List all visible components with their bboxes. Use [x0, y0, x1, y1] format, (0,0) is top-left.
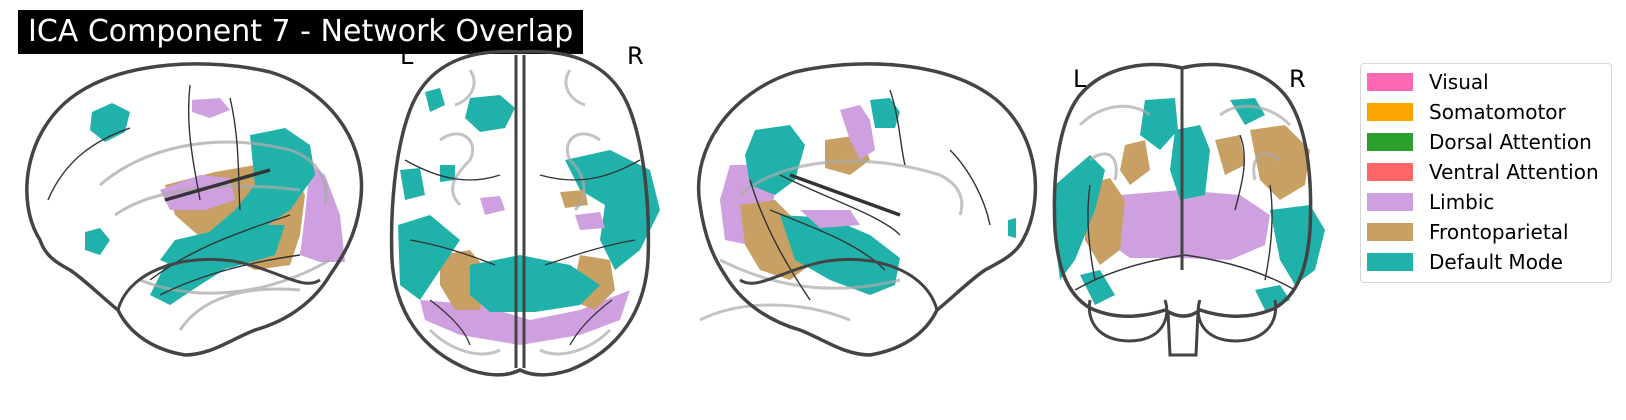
legend-swatch: [1367, 103, 1413, 121]
limbic-region: [1105, 190, 1270, 260]
coronal-outline: [1052, 62, 1313, 318]
default-mode-region: [85, 228, 110, 255]
default-mode-region: [1270, 205, 1325, 285]
default-mode-region: [1008, 218, 1016, 238]
legend-swatch: [1367, 253, 1413, 271]
legend-item-frontoparietal: Frontoparietal: [1367, 219, 1569, 245]
coronal-view: [1052, 62, 1325, 357]
default-mode-region: [1255, 285, 1290, 310]
default-mode-region: [780, 215, 900, 295]
limbic-region: [480, 196, 505, 215]
right-sagittal-overlay: [720, 98, 1016, 295]
default-mode-region: [1140, 98, 1178, 150]
default-mode-region: [745, 125, 805, 195]
default-mode-region: [398, 215, 460, 300]
default-mode-region: [565, 150, 660, 270]
limbic-region: [575, 212, 605, 230]
legend-swatch: [1367, 193, 1413, 211]
coronal-right-label: R: [1289, 65, 1306, 93]
default-mode-region: [1170, 125, 1210, 200]
axial-view: [389, 49, 660, 377]
default-mode-region: [870, 98, 900, 128]
default-mode-region: [470, 255, 600, 312]
legend-label: Visual: [1429, 70, 1489, 94]
limbic-region: [840, 105, 875, 160]
limbic-region: [420, 290, 630, 345]
legend-item-ventral-attention: Ventral Attention: [1367, 159, 1599, 185]
glass-brain-panels: [25, 49, 1325, 377]
frontoparietal-region: [1120, 140, 1150, 185]
default-mode-region: [1055, 155, 1105, 280]
frontoparietal-region: [1250, 125, 1310, 200]
axial-outline: [389, 49, 651, 377]
axial-right-label: R: [627, 42, 644, 70]
network-legend: Visual Somatomotor Dorsal Attention Vent…: [1360, 63, 1612, 283]
legend-label: Limbic: [1429, 190, 1495, 214]
default-mode-region: [440, 165, 455, 182]
legend-swatch: [1367, 133, 1413, 151]
default-mode-region: [425, 88, 445, 112]
legend-label: Dorsal Attention: [1429, 130, 1592, 154]
legend-item-visual: Visual: [1367, 69, 1489, 95]
limbic-region: [192, 98, 230, 118]
default-mode-region: [465, 95, 515, 132]
legend-item-limbic: Limbic: [1367, 189, 1494, 215]
legend-label: Default Mode: [1429, 250, 1563, 274]
default-mode-region: [160, 225, 285, 270]
default-mode-region: [1080, 270, 1115, 305]
legend-swatch: [1367, 73, 1413, 91]
frontoparietal-region: [1215, 135, 1245, 175]
axial-left-label: L: [400, 42, 414, 70]
axial-overlay: [398, 88, 660, 345]
default-mode-region: [400, 168, 425, 200]
legend-item-default-mode: Default Mode: [1367, 249, 1563, 275]
limbic-region: [800, 210, 860, 228]
figure-title: ICA Component 7 - Network Overlap: [18, 10, 584, 54]
right-sagittal-view: [696, 62, 1038, 357]
coronal-overlay: [1055, 98, 1325, 310]
legend-item-somatomotor: Somatomotor: [1367, 99, 1566, 125]
limbic-region: [300, 165, 345, 262]
legend-label: Frontoparietal: [1429, 220, 1569, 244]
legend-swatch: [1367, 223, 1413, 241]
legend-label: Ventral Attention: [1429, 160, 1599, 184]
default-mode-region: [1230, 98, 1265, 125]
left-sagittal-view: [25, 62, 364, 357]
legend-swatch: [1367, 163, 1413, 181]
coronal-left-label: L: [1073, 65, 1087, 93]
legend-label: Somatomotor: [1429, 100, 1566, 124]
legend-item-dorsal-attention: Dorsal Attention: [1367, 129, 1592, 155]
